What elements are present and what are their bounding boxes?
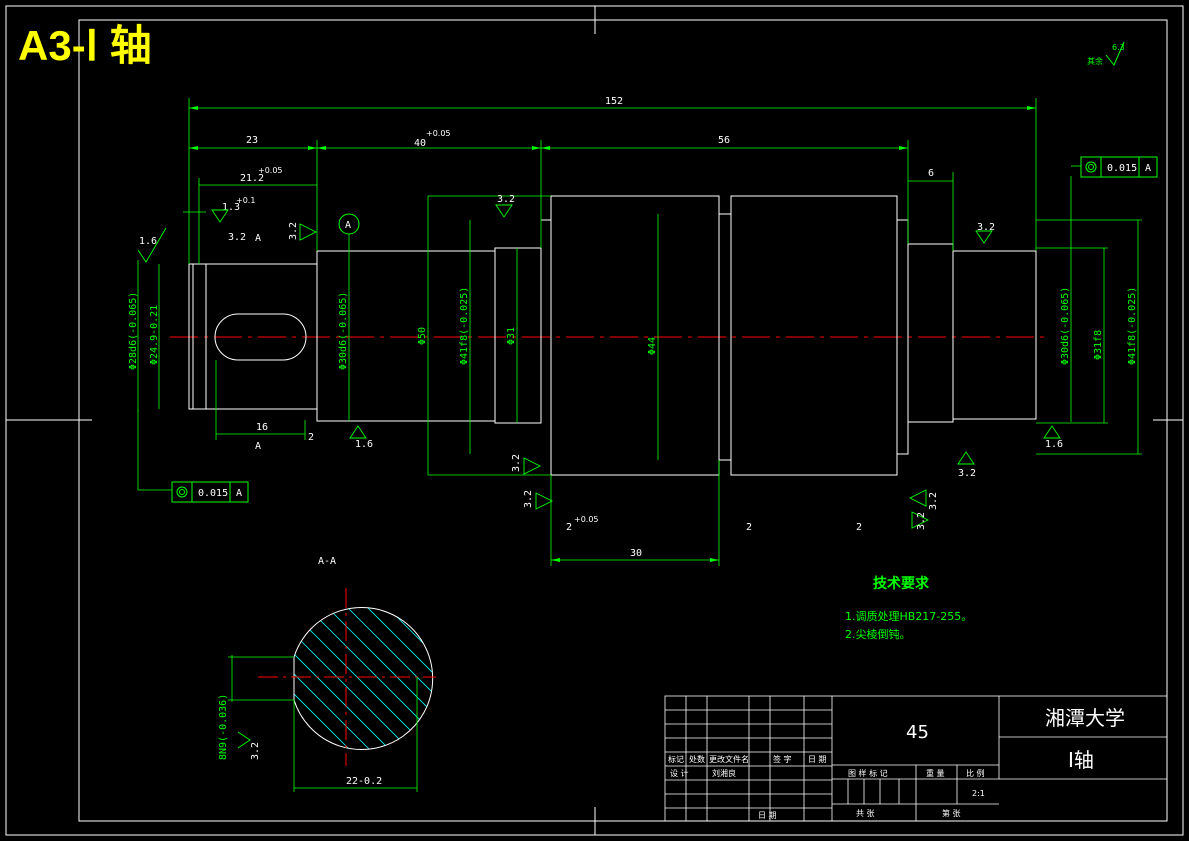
dimension-lines — [137, 98, 1142, 566]
tech-requirements: 技术要求 1.调质处理HB217-255。 2.尖棱倒钝。 — [845, 575, 972, 641]
tb-designer: 刘湘良 — [712, 768, 736, 778]
tb-part-name: Ⅰ轴 — [1068, 748, 1094, 772]
roughness-other-label: 其余 — [1087, 56, 1103, 66]
dim-dia-d6: Φ31 — [506, 327, 517, 345]
runout-2-ref: A — [1145, 163, 1151, 174]
datum-letter: A — [345, 220, 351, 231]
sheet-frame — [5, 5, 1184, 836]
runout-frame-2: 0.015 A — [1080, 156, 1158, 178]
dim-seg-40: 40 — [414, 138, 426, 149]
ra-3-2-i: 3.2 — [916, 512, 927, 530]
dim-dia-d9: Φ31f8 — [1093, 330, 1104, 360]
section-roughness: 3.2 — [250, 742, 261, 760]
tech-heading: 技术要求 — [873, 575, 930, 592]
tb-h-sign: 签 字 — [773, 754, 792, 764]
ra-3-2-h: 3.2 — [928, 492, 939, 510]
dim-dia-d8: Φ30d6(-0.065) — [1060, 287, 1071, 365]
dim-dia-d7: Φ44 — [647, 337, 658, 355]
dim-total-length: 152 — [605, 96, 623, 107]
tb-material: 45 — [906, 722, 929, 743]
tb-h-scale: 比 例 — [966, 768, 985, 778]
tb-h-total: 共 张 — [856, 809, 875, 818]
runout-1-value: 0.015 — [198, 488, 228, 499]
section-key-width: 8N9(-0.036) — [218, 694, 229, 760]
runout-1-ref: A — [236, 488, 242, 499]
tb-scale: 2:1 — [972, 789, 985, 798]
datum-marker: A — [338, 213, 360, 235]
tb-h-sheet: 第 张 — [942, 808, 961, 818]
dim-seg-6: 6 — [928, 168, 934, 179]
ra-3-2-e: 3.2 — [288, 222, 299, 240]
sheet-title: A3-Ⅰ 轴 — [18, 22, 152, 69]
roughness-other: 其余 6.3 — [1087, 41, 1125, 66]
dim-len-30: 30 — [630, 548, 642, 559]
dim-seg-1-3: 1.3 — [222, 202, 240, 213]
title-block — [664, 695, 1168, 822]
roughness-symbols — [137, 204, 1061, 749]
dim-seg-40-tol: +0.05 — [426, 129, 451, 138]
ra-3-2-d: 3.2 — [228, 232, 246, 243]
dim-dia-d10: Φ41f8(-0.025) — [1127, 287, 1138, 365]
roughness-values: 1.6 1.6 1.6 3.2 3.2 3.2 3.2 3.2 3.2 3.2 … — [139, 194, 1063, 530]
runout-icon — [176, 486, 188, 498]
section-key-depth: 22-0.2 — [346, 776, 382, 787]
dim-dia-d2: Φ24.9-0.21 — [149, 305, 160, 365]
dim-seg-1-3-tol: +0.1 — [236, 196, 255, 205]
tb-school: 湘潭大学 — [1045, 706, 1125, 730]
ra-3-2-b: 3.2 — [977, 222, 995, 233]
tb-h-count: 处数 — [689, 754, 705, 764]
tb-h-mark: 标记 — [668, 754, 684, 764]
tech-item-1: 1.调质处理HB217-255。 — [845, 610, 972, 623]
dim-dia-d3: Φ30d6(-0.065) — [338, 292, 349, 370]
runout-2-value: 0.015 — [1107, 163, 1137, 174]
dim-groove-2b: 2 — [746, 522, 752, 533]
ra-1-6-c: 1.6 — [1045, 439, 1063, 450]
ra-1-6-a: 1.6 — [139, 236, 157, 247]
dim-dia-d1: Φ28d6(-0.065) — [128, 292, 139, 370]
dim-groove-2a: 2 — [566, 522, 572, 533]
tb-h-date: 日 期 — [808, 755, 827, 764]
arrowheads — [189, 106, 1036, 562]
dim-key-16: 16 — [256, 422, 268, 433]
tb-h-weight: 重 量 — [926, 768, 945, 778]
dim-groove-2c: 2 — [856, 522, 862, 533]
ra-1-6-b: 1.6 — [355, 439, 373, 450]
dim-seg-21-2-tol: +0.05 — [258, 166, 283, 175]
section-label: A-A — [318, 556, 336, 567]
tech-item-2: 2.尖棱倒钝。 — [845, 627, 911, 641]
ra-3-2-c: 3.2 — [958, 468, 976, 479]
title-block-text: 45 湘潭大学 Ⅰ轴 标记 处数 更改文件名 签 字 日 期 设 计 刘湘良 图… — [668, 706, 1125, 820]
dim-key-2: 2 — [308, 432, 314, 443]
tb-h-file: 更改文件名 — [709, 754, 749, 764]
dim-groove-tol: +0.05 — [574, 515, 599, 524]
tb-h-date2: 日 期 — [758, 811, 777, 820]
ra-3-2-g: 3.2 — [523, 490, 534, 508]
shaft-outline — [188, 195, 1037, 476]
runout-frame-1: 0.015 A — [171, 481, 249, 503]
runout-icon — [1085, 161, 1097, 173]
roughness-other-value: 6.3 — [1112, 43, 1125, 52]
dim-dia-d5: Φ41f8(-0.025) — [459, 287, 470, 365]
tb-h-stage: 图 样 标 记 — [848, 768, 888, 778]
dimension-texts: 152 23 40 +0.05 56 6 21.2 +0.05 1.3 +0.1… — [128, 96, 1138, 559]
ra-3-2-f: 3.2 — [511, 454, 522, 472]
section-cut-a: A — [255, 233, 261, 244]
dim-seg-23: 23 — [246, 135, 258, 146]
section-cut-b: A — [255, 441, 261, 452]
dim-seg-21-2: 21.2 — [240, 173, 264, 184]
tb-h-design: 设 计 — [670, 768, 689, 778]
section-view: A-A 8N9(-0.0 — [218, 556, 436, 792]
dim-dia-d4: Φ50 — [417, 327, 428, 345]
ra-3-2-a: 3.2 — [497, 194, 515, 205]
dim-seg-56: 56 — [718, 135, 730, 146]
